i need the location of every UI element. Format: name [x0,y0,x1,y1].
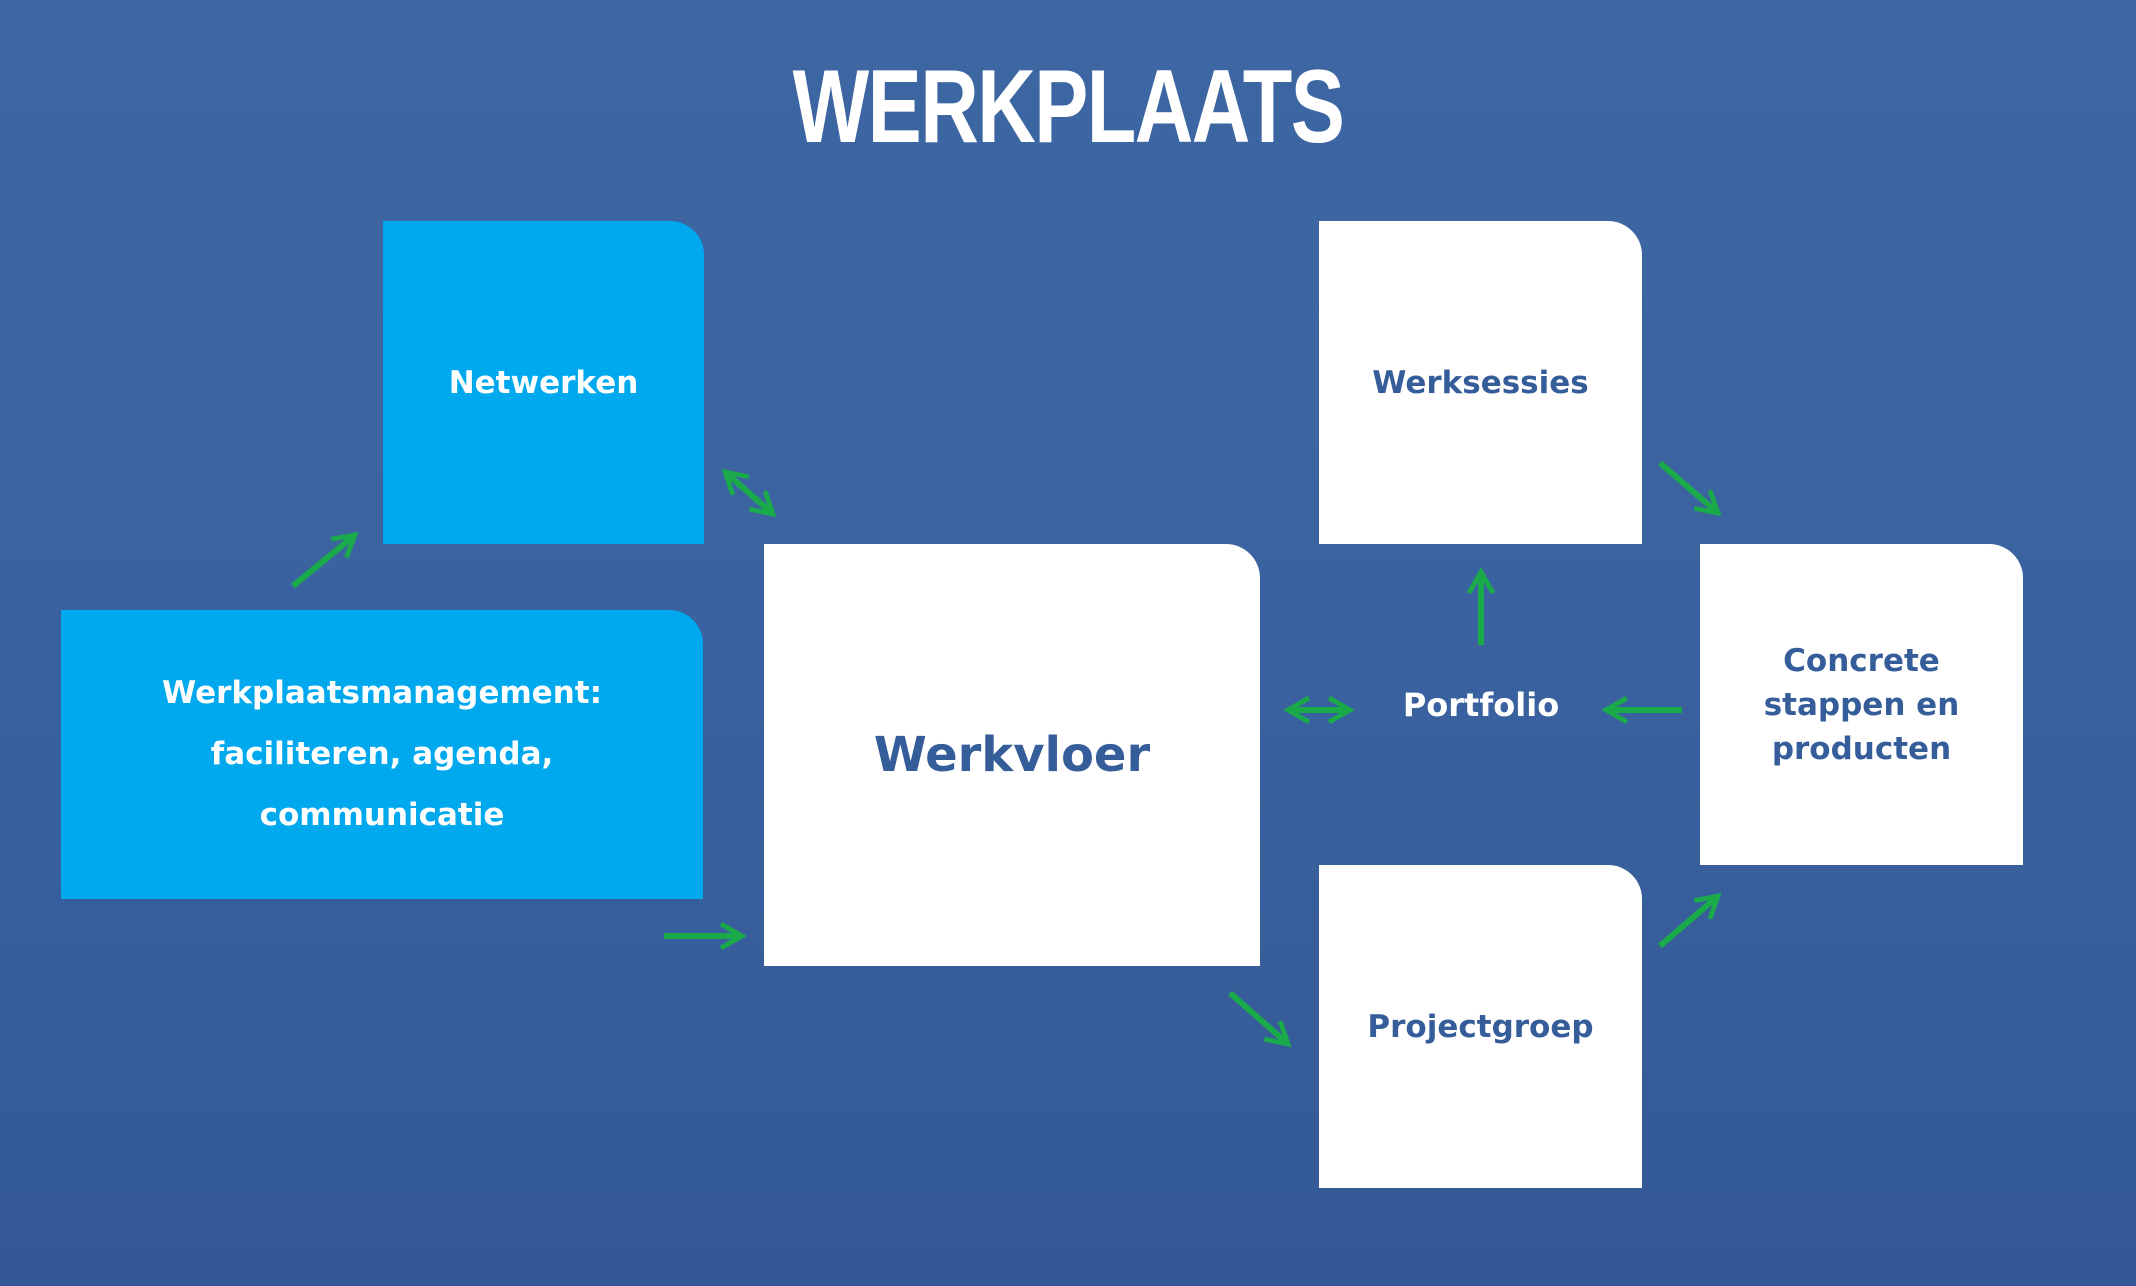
node-concrete-stappen: Concrete stappen en producten [1700,544,2023,865]
node-projectgroep: Projectgroep [1319,865,1642,1188]
node-werksessies: Werksessies [1319,221,1642,544]
arrow-projectgroep-concrete [1658,892,1722,949]
arrow-management-netwerken [291,531,359,589]
node-netwerken: Netwerken [383,221,704,544]
arrow-netwerken-werkvloer [721,468,777,518]
node-portfolio: Portfolio [1402,686,1560,724]
arrow-werksessies-concrete [1658,460,1722,517]
diagram-title: WERKPLAATS [792,49,1345,165]
node-werkplaatsmanagement: Werkplaatsmanagement: faciliteren, agend… [61,610,703,899]
arrow-werkvloer-projectgroep [1228,990,1292,1048]
node-werkvloer: Werkvloer [764,544,1260,966]
